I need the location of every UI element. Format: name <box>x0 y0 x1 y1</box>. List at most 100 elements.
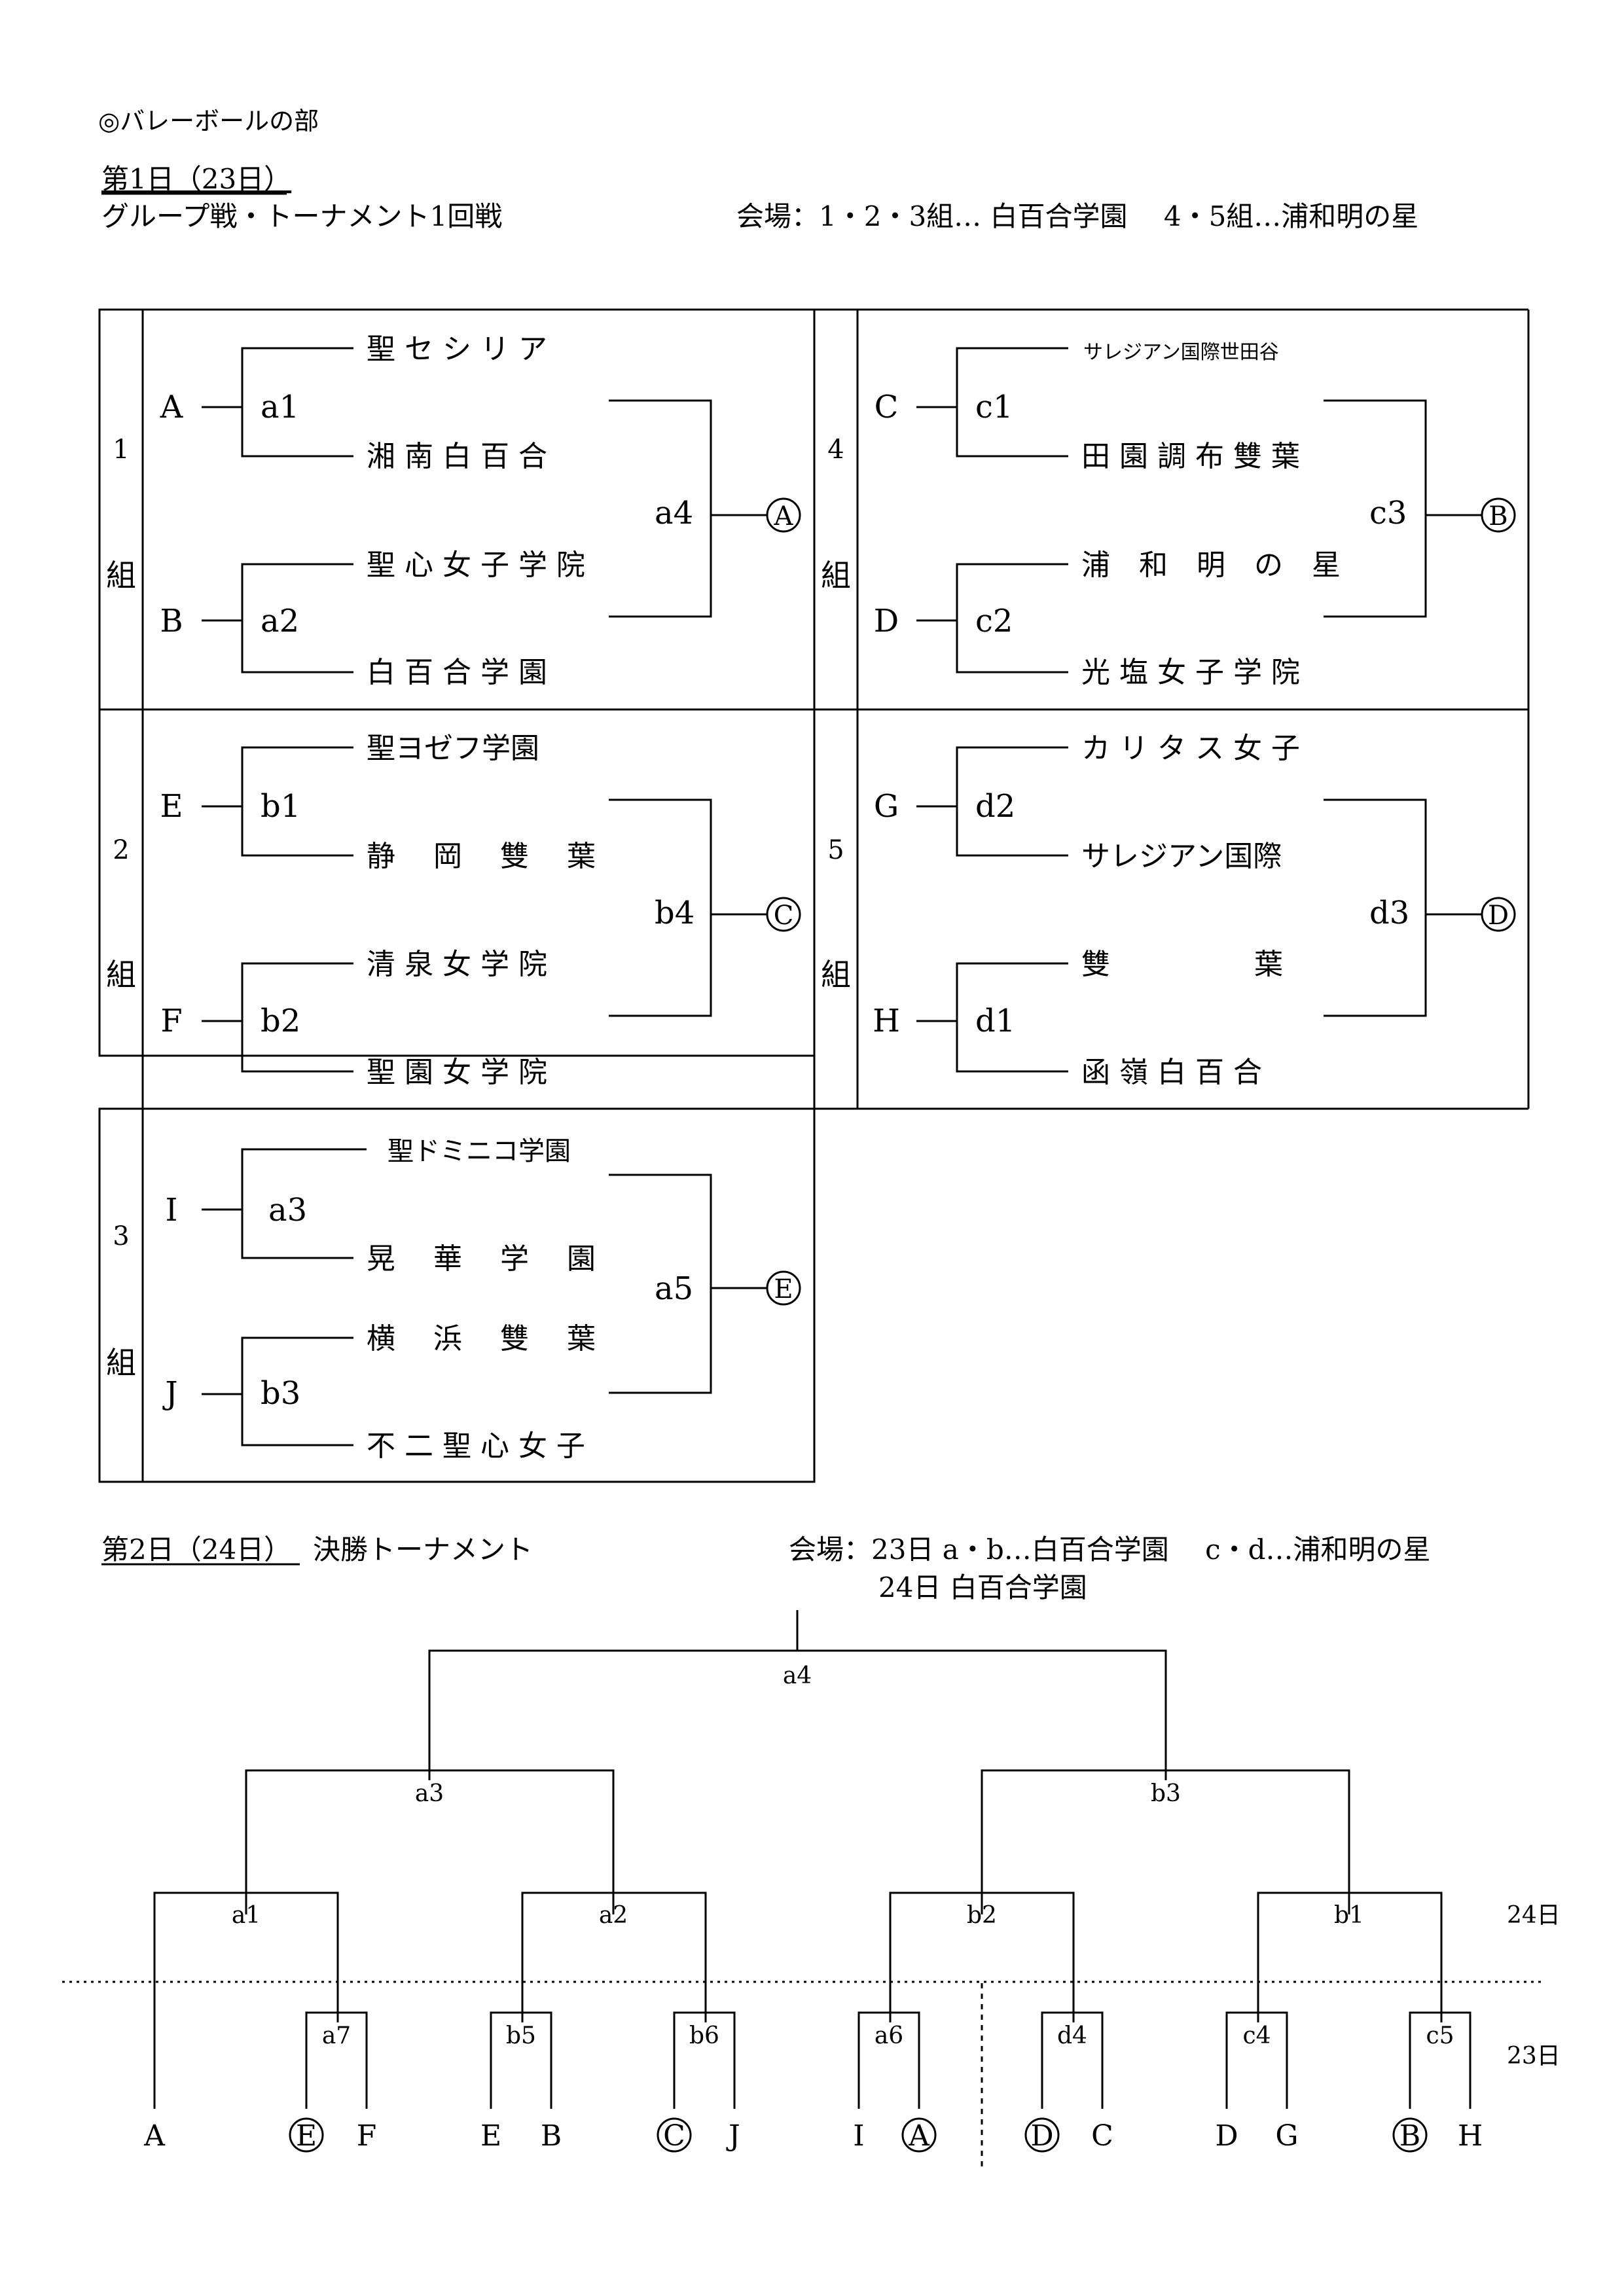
entrant-circle <box>657 2117 692 2153</box>
entrant-letter: C <box>1091 2119 1113 2153</box>
section-title: ◎バレーボールの部 <box>98 107 319 135</box>
day1-venue: 会場：1・2・3組… 白百合学園 4・5組…浦和明の星 <box>736 200 1418 232</box>
winner-letter: B <box>1489 501 1507 531</box>
day2-label: 第2日（24日） <box>101 1534 291 1566</box>
match-label: b1 <box>261 788 300 825</box>
team-name: 田 園 調 布 雙 葉 <box>1081 440 1300 473</box>
group-suffix: 組 <box>106 558 136 593</box>
final-match-label: a4 <box>655 495 693 531</box>
match-label: b2 <box>967 1902 997 1929</box>
final-match-label: b4 <box>655 895 695 931</box>
seed-letter: D <box>874 603 899 639</box>
match-label: a4 <box>783 1662 812 1689</box>
seed-letter: G <box>874 788 899 825</box>
group-4-box: 4 組 C D c1 c2 サレジアン国際世田谷 田 園 調 布 雙 葉 浦 和… <box>821 341 1516 689</box>
match-label: b5 <box>506 2022 536 2049</box>
entrant-circle <box>1392 2117 1428 2153</box>
team-name: 浦 和 明 の 星 <box>1081 548 1341 582</box>
day2-venue-line1: 会場：23日 a・b…白百合学園 c・d…浦和明の星 <box>789 1534 1430 1566</box>
team-name: 横 浜 雙 葉 <box>367 1322 596 1355</box>
entrant-letter: D <box>1030 2119 1053 2153</box>
bracket-lines <box>202 746 767 1073</box>
match-label: b2 <box>261 1003 300 1039</box>
group-3-box: 3 組 I J a3 b3 聖ドミニコ学園 晃 華 学 園 横 浜 雙 葉 不 … <box>106 1136 801 1463</box>
team-name: カ リ タ ス 女 子 <box>1081 732 1300 765</box>
entrant-circle <box>289 2117 324 2153</box>
day1-subtitle: グループ戦・トーナメント1回戦 <box>101 200 502 232</box>
entrant-letter: C <box>663 2119 685 2153</box>
group-1-box: 1 組 A B a1 a2 聖 セ シ リ ア 湘 南 白 百 合 聖 心 女 … <box>106 332 801 689</box>
match-label: a1 <box>261 389 299 425</box>
entrant-letter: F <box>357 2119 377 2153</box>
group-number: 3 <box>113 1221 129 1251</box>
match-label: a2 <box>599 1902 628 1929</box>
entrant-circles <box>289 2117 1428 2153</box>
winner-letter: A <box>774 501 794 531</box>
final-match-label: d3 <box>1369 895 1409 931</box>
team-name: サレジアン国際 <box>1081 840 1282 873</box>
entrant-circle <box>1024 2117 1060 2153</box>
entrant-letter: B <box>541 2119 562 2153</box>
day2-venue-line2: 24日 白百合学園 <box>878 1571 1087 1604</box>
seed-letter: H <box>873 1003 900 1039</box>
team-name: 清 泉 女 学 院 <box>367 948 547 981</box>
day1-label: 第1日（23日） <box>101 163 291 195</box>
entrant-letter: A <box>908 2119 930 2153</box>
group-number: 4 <box>827 435 844 465</box>
match-label: c5 <box>1426 2022 1454 2049</box>
team-name: 湘 南 白 百 合 <box>367 440 547 473</box>
entrant-letter: H <box>1458 2119 1483 2153</box>
team-name: 聖 セ シ リ ア <box>367 332 547 366</box>
group-boxes <box>98 308 1530 1483</box>
match-label: c4 <box>1242 2022 1271 2049</box>
team-name: 聖ドミニコ学園 <box>388 1136 571 1166</box>
match-label: a7 <box>322 2022 351 2049</box>
entrant-circle <box>901 2117 937 2153</box>
seed-letter: E <box>160 788 183 825</box>
group-number: 5 <box>827 835 844 865</box>
group-suffix: 組 <box>106 1345 136 1380</box>
match-label: d1 <box>975 1003 1015 1039</box>
final-match-label: a5 <box>655 1270 693 1307</box>
match-label: b6 <box>689 2022 719 2049</box>
group-2-box: 2 組 E F b1 b2 聖ヨゼフ学園 静 岡 雙 葉 清 泉 女 学 院 聖… <box>106 732 801 1089</box>
match-label: b3 <box>1151 1780 1181 1807</box>
group-suffix: 組 <box>821 957 851 992</box>
day-label-24: 24日 <box>1507 1902 1561 1929</box>
match-label: a6 <box>875 2022 903 2049</box>
winner-letter: C <box>774 901 794 931</box>
day-label-23: 23日 <box>1507 2043 1561 2070</box>
team-name: 雙 葉 <box>1081 948 1283 981</box>
group-suffix: 組 <box>821 558 851 593</box>
group-number: 1 <box>113 435 129 465</box>
team-name: 白 百 合 学 園 <box>367 656 547 689</box>
seed-letter: C <box>875 389 899 425</box>
bracket-lines <box>916 347 1482 673</box>
team-name: 聖ヨゼフ学園 <box>367 732 539 765</box>
seed-letter: B <box>160 603 183 639</box>
match-label: c1 <box>975 389 1013 425</box>
group-suffix: 組 <box>106 957 136 992</box>
team-name: 不 二 聖 心 女 子 <box>367 1429 585 1463</box>
day2-title: 決勝トーナメント <box>313 1534 533 1566</box>
entrant-letter: G <box>1275 2119 1298 2153</box>
bracket-lines <box>202 1148 767 1446</box>
bracket-lines <box>202 347 767 673</box>
team-name: 光 塩 女 子 学 院 <box>1081 656 1300 689</box>
team-name: 晃 華 学 園 <box>367 1242 596 1276</box>
group-5-box: 5 組 G H d2 d1 カ リ タ ス 女 子 サレジアン国際 雙 葉 函 … <box>821 732 1516 1089</box>
team-name: 聖 園 女 学 院 <box>367 1056 547 1089</box>
entrant-letter: D <box>1215 2119 1238 2153</box>
group-number: 2 <box>113 835 129 865</box>
match-label: a1 <box>232 1902 261 1929</box>
seed-letter: F <box>160 1003 182 1039</box>
final-match-label: c3 <box>1369 495 1407 531</box>
entrant-letter: E <box>480 2119 501 2153</box>
entrant-letter: J <box>726 2119 740 2153</box>
entrant-letter: E <box>296 2119 317 2153</box>
match-label: a2 <box>261 603 299 639</box>
match-label: d4 <box>1057 2022 1087 2049</box>
match-label: d2 <box>975 788 1015 825</box>
team-name: 静 岡 雙 葉 <box>367 840 596 873</box>
